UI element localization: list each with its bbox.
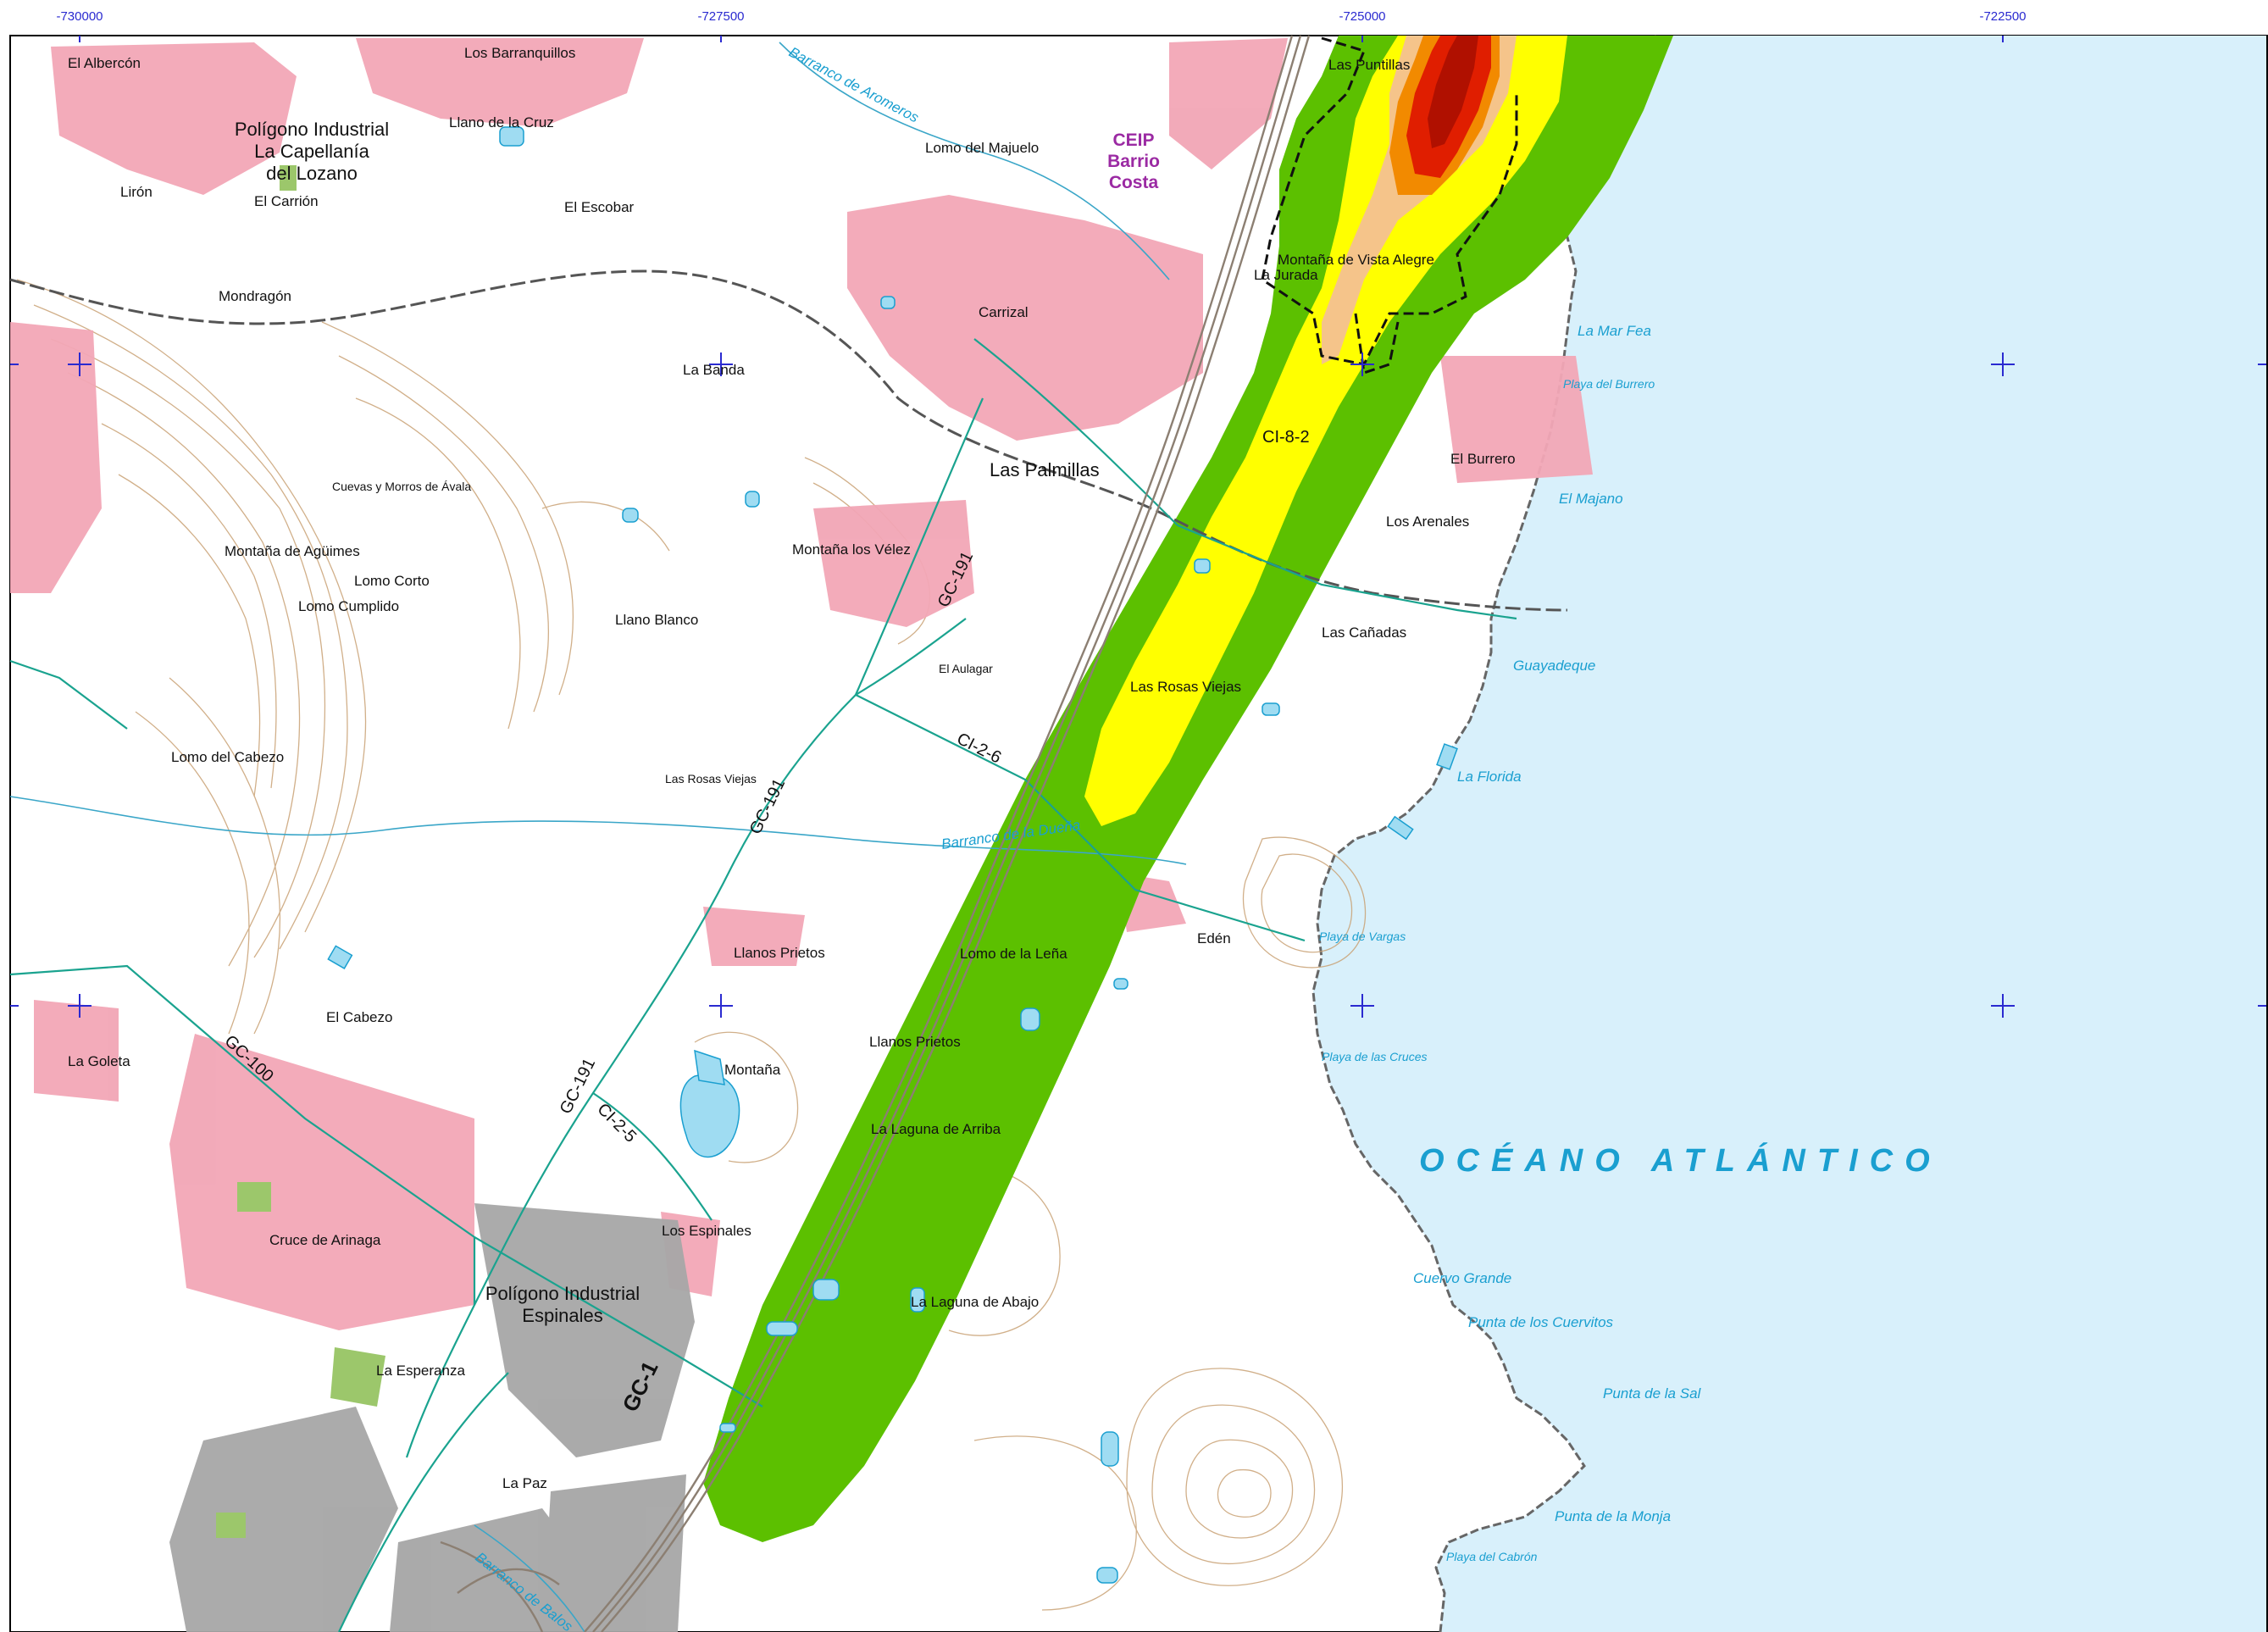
place-label: Llano Blanco — [615, 612, 698, 628]
school-label-line2: Barrio — [1107, 152, 1160, 171]
barrancos — [9, 42, 1187, 1632]
place-label: Lomo del Majuelo — [925, 140, 1039, 156]
zone-dark-red — [1428, 36, 1478, 148]
coord-label: -727500 — [697, 9, 744, 24]
contour-lines — [16, 279, 1367, 1611]
coastal-label: Playa de Vargas — [1319, 930, 1406, 943]
coord-label: -725000 — [1339, 9, 1385, 24]
place-label: Montaña los Vélez — [792, 541, 911, 558]
coastal-label: Punta de los Cuervitos — [1468, 1314, 1614, 1330]
coastal-label: Cuervo Grande — [1413, 1270, 1511, 1286]
place-label: Llano de la Cruz — [449, 114, 554, 130]
coastal-label: La Florida — [1457, 769, 1522, 785]
place-label: La Jurada — [1254, 267, 1318, 283]
place-label: del Lozano — [266, 163, 358, 184]
highway-gc1 — [440, 35, 1311, 1632]
zone-yellow — [1084, 36, 1567, 826]
place-label: El Aulagar — [939, 662, 993, 675]
place-label: La Banda — [683, 362, 745, 378]
place-labels: El Albercón Los Barranquillos Llano de l… — [68, 45, 1516, 1491]
place-label: Lomo de la Leña — [960, 946, 1067, 962]
place-label: Edén — [1197, 930, 1231, 946]
place-label: El Albercón — [68, 55, 141, 71]
place-label: Lomo del Cabezo — [171, 749, 284, 765]
urban-areas — [10, 38, 1593, 1330]
roads — [9, 338, 1517, 1632]
coastal-label: Playa del Cabrón — [1446, 1550, 1538, 1563]
place-label: La Esperanza — [376, 1363, 465, 1379]
ponds — [327, 126, 1458, 1584]
place-label: Las Rosas Viejas — [1130, 679, 1241, 695]
place-label: Las Rosas Viejas — [665, 772, 757, 785]
place-label: Cruce de Arinaga — [269, 1232, 381, 1248]
place-label: Los Arenales — [1386, 513, 1469, 530]
coord-label: -722500 — [1979, 9, 2026, 24]
place-label: Lomo Cumplido — [298, 598, 399, 614]
place-label: El Carrión — [254, 193, 319, 209]
place-label: Polígono Industrial — [485, 1283, 640, 1304]
zone-green — [703, 36, 1673, 1542]
coastal-label: Playa de las Cruces — [1322, 1050, 1428, 1063]
main-barranco — [9, 269, 1568, 612]
ocean-label: OCÉANO ATLÁNTICO — [1419, 1141, 1942, 1179]
school-label-line3: Costa — [1109, 173, 1159, 192]
place-label: El Cabezo — [326, 1009, 392, 1025]
place-label: Los Barranquillos — [464, 45, 575, 61]
place-label: Llanos Prietos — [869, 1034, 961, 1050]
place-label: Las Cañadas — [1322, 624, 1406, 641]
place-label: La Goleta — [68, 1053, 130, 1069]
place-label: Montaña de Vista Alegre — [1278, 252, 1434, 268]
place-label: Carrizal — [979, 304, 1029, 320]
coastal-label: Punta de la Sal — [1603, 1385, 1702, 1402]
coastline — [1311, 35, 1658, 1632]
place-label: La Laguna de Abajo — [911, 1294, 1039, 1310]
coastal-label: El Majano — [1559, 491, 1623, 507]
place-label: Montaña — [724, 1062, 781, 1078]
place-label: Llanos Prietos — [734, 945, 825, 961]
coastal-label: Punta de la Monja — [1555, 1508, 1671, 1524]
place-label: El Escobar — [564, 199, 635, 215]
coord-label: -730000 — [56, 9, 103, 24]
coastal-label: Guayadeque — [1513, 658, 1595, 674]
road-label: CI-8-2 — [1262, 428, 1310, 447]
place-label: Espinales — [522, 1305, 602, 1326]
place-label: Polígono Industrial — [235, 119, 389, 140]
place-label: Las Palmillas — [990, 459, 1100, 480]
place-label: Montaña de Agüimes — [225, 543, 360, 559]
parks — [216, 165, 385, 1538]
place-label: Lirón — [120, 184, 152, 200]
place-label: Mondragón — [219, 288, 291, 304]
hazard-zones — [703, 36, 1673, 1542]
school-label-line1: CEIP — [1112, 130, 1154, 150]
place-label: Cuevas y Morros de Ávala — [332, 480, 471, 493]
place-label: La Capellanía — [254, 141, 370, 162]
industrial-areas — [169, 1203, 695, 1632]
place-label: La Laguna de Arriba — [871, 1121, 1001, 1137]
place-label: Lomo Corto — [354, 573, 430, 589]
place-label: Las Puntillas — [1328, 57, 1410, 73]
coastal-label: Playa del Burrero — [1563, 377, 1655, 391]
dashed-boundary-2 — [1354, 313, 1400, 375]
place-label: Los Espinales — [662, 1223, 751, 1239]
place-label: La Paz — [502, 1475, 547, 1491]
coastal-label: La Mar Fea — [1578, 323, 1651, 339]
dashed-boundary — [1261, 36, 1518, 366]
place-label: El Burrero — [1450, 451, 1516, 467]
